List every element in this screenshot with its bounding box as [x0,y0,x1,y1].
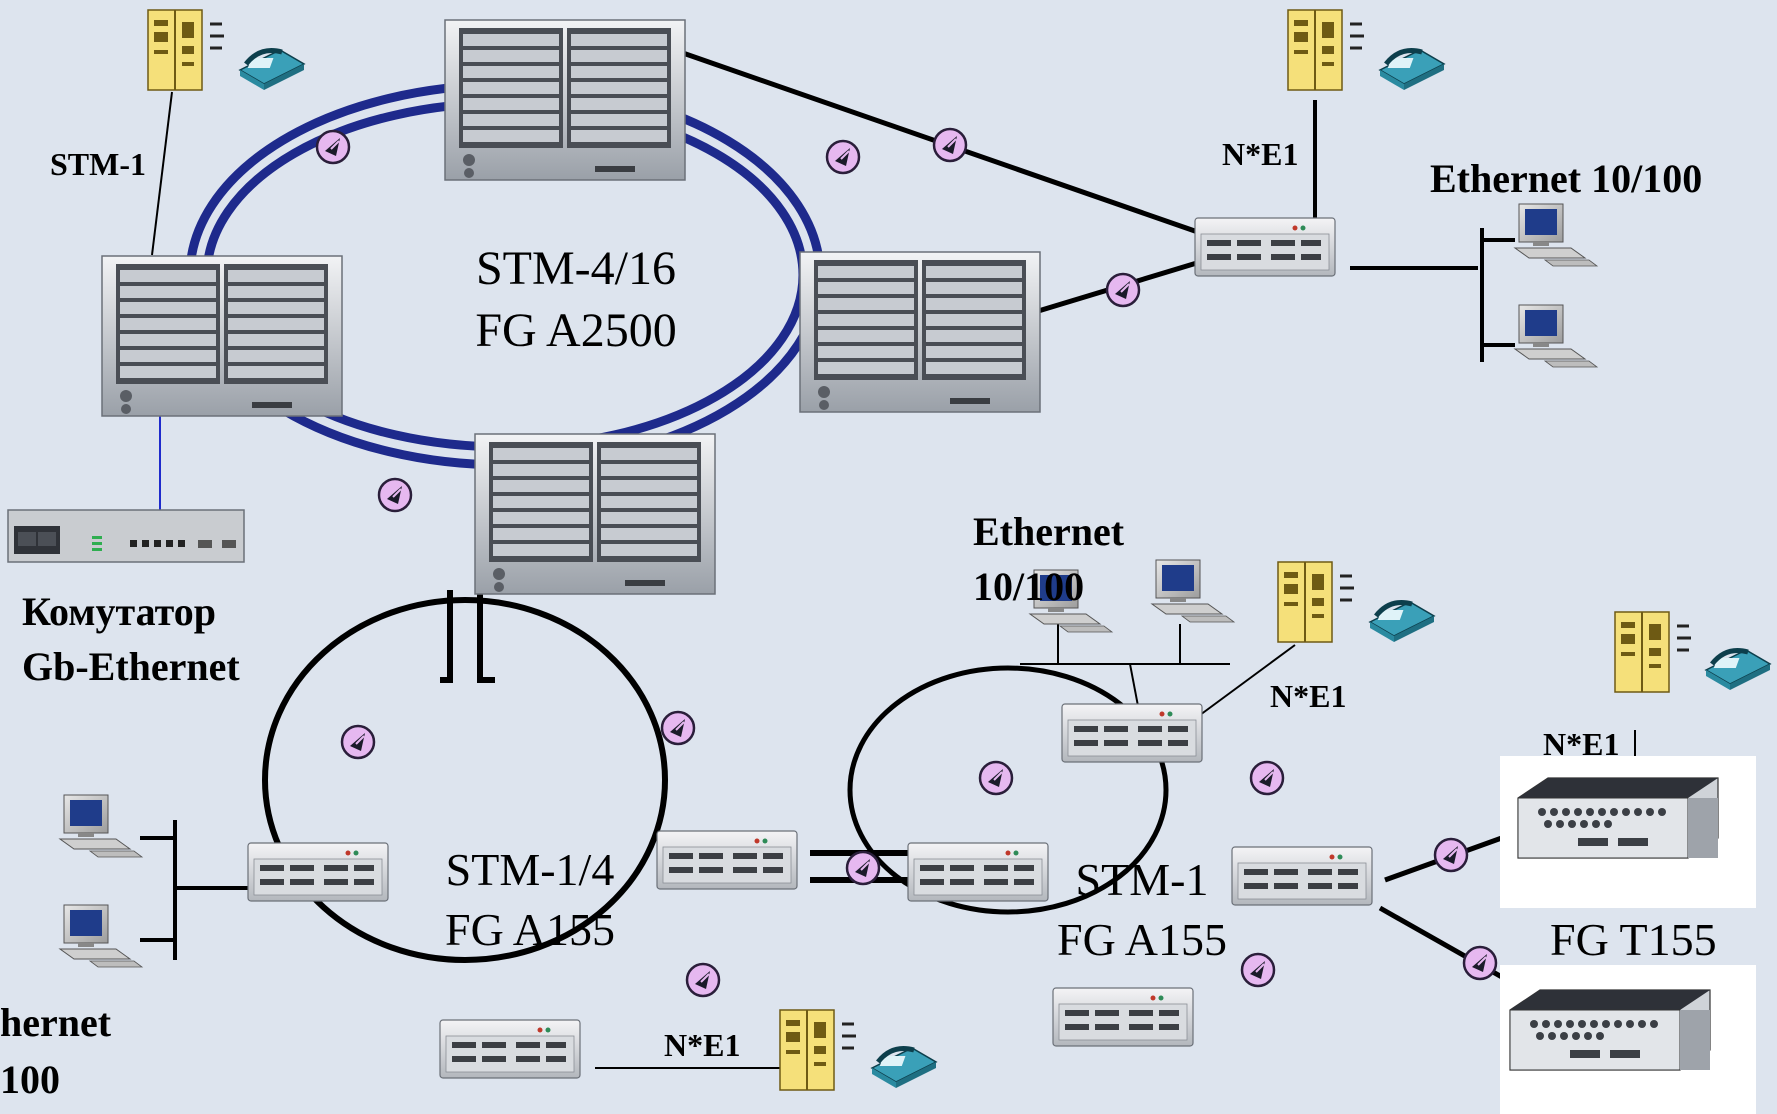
rack-top [444,19,686,181]
eth-mid-label-2: 10/100 [973,564,1084,609]
pc-icon [59,794,143,858]
adm-right-ring-right [1231,846,1373,906]
eth-left-bus [140,820,250,960]
pc-icon [1151,559,1235,623]
adm-right-ring-left [907,842,1049,902]
phone-icon [1370,602,1434,642]
left-ring-label-1: STM-1/4 [446,844,615,895]
right-ring-label-2: FG A155 [1057,914,1227,965]
stm1-label: STM-1 [50,146,146,182]
left-ring [262,597,668,963]
eth-top-label: Ethernet 10/100 [1430,156,1702,201]
phone-icon [1706,650,1770,690]
adm-right-ring-bottom [1052,987,1194,1047]
adm-left-ring-right [656,830,798,890]
pc-icon [1514,203,1598,267]
pc-icon [1514,304,1598,368]
eth-left-label-2: 100 [0,1057,60,1102]
direction-marker [1433,837,1469,873]
pbx-right [1613,610,1770,694]
direction-marker [315,129,351,165]
pbx-top-left [146,8,304,90]
direction-marker [845,850,881,886]
uplink-main-to-left [440,590,495,683]
direction-marker [340,724,376,760]
phone-icon [1380,50,1444,90]
fg-t155-box-2 [1500,965,1756,1114]
eth-mid-bus [1020,624,1230,707]
main-ring-label-1: STM-4/16 [476,242,676,295]
pbx-mid [1276,560,1434,642]
left-ring-label-2: FG A155 [445,904,615,955]
pbx-bottom [778,1008,936,1092]
direction-marker [660,710,696,746]
switch-label-2: Gb-Ethernet [22,644,240,689]
eth-top-bus [1350,228,1515,362]
rack-bottom [474,433,716,595]
direction-marker [932,127,968,163]
eth-mid-label-1: Ethernet [973,509,1125,554]
direction-marker [1462,945,1498,981]
adm-top-right [1194,217,1336,277]
direction-marker [1240,952,1276,988]
pbx-top-right [1286,8,1444,90]
adm-left [247,842,389,902]
main-ring-label-2: FG A2500 [475,304,676,357]
direction-marker [1105,272,1141,308]
rack-left [101,255,343,417]
ne1-bottom-label: N*E1 [664,1027,740,1063]
pc-icon [59,904,143,968]
direction-marker [1249,760,1285,796]
direction-marker [685,962,721,998]
fg-t155-label: FG T155 [1550,914,1717,965]
link-ne1-mid [1199,644,1296,716]
adm-left-ring-bottom [439,1019,581,1079]
switch-label-1: Комутатор [22,589,216,634]
ne1-right-label: N*E1 [1543,726,1619,762]
direction-marker [978,760,1014,796]
direction-marker [825,139,861,175]
right-ring [847,665,1169,915]
link-stm1 [151,91,173,256]
rack-right [799,251,1041,413]
phone-icon [240,50,304,90]
direction-marker [377,477,413,513]
adm-right-ring-top [1061,703,1203,763]
phone-icon [872,1048,936,1088]
eth-left-label-1: hernet [0,1000,112,1045]
ne1-top-label: N*E1 [1222,136,1298,172]
right-ring-label-1: STM-1 [1076,854,1209,905]
ne1-mid-label: N*E1 [1270,678,1346,714]
gb-ethernet-switch [7,509,245,563]
fg-t155-box-1 [1500,756,1756,908]
